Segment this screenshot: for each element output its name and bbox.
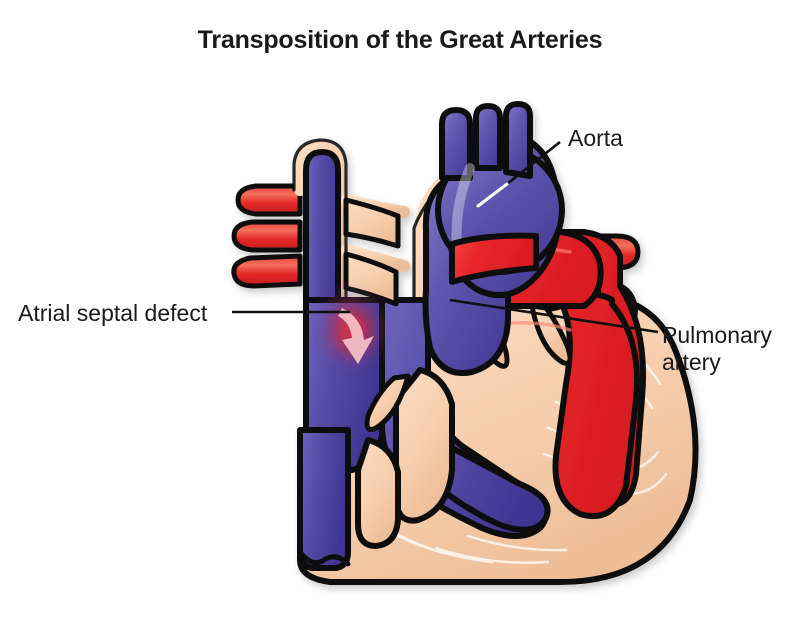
aortic-arch-branches: [439, 101, 533, 181]
leader-line-aorta-tip: [476, 182, 509, 208]
atrial-septal-defect-shunt-arrow: [338, 308, 374, 364]
label-atrial-septal-defect: Atrial septal defect: [18, 300, 208, 326]
left-ventricle: [467, 291, 640, 520]
leader-line-aorta: [506, 140, 561, 186]
papillary-muscle: [355, 437, 401, 549]
ivc-cut-edge: [297, 549, 351, 567]
pulmonary-artery-trunk: [449, 232, 539, 285]
page-title: Transposition of the Great Arteries: [197, 26, 603, 54]
pulmonary-veins-left: [231, 183, 303, 289]
leader-line-pulmonary-artery: [449, 298, 659, 334]
label-pulmonary-artery: Pulmonary artery: [662, 322, 772, 376]
tricuspid-valve-leaflet: [364, 373, 411, 432]
label-aorta: Aorta: [568, 125, 623, 151]
atrial-septum: [343, 197, 401, 249]
inferior-vena-cava: [297, 427, 351, 571]
